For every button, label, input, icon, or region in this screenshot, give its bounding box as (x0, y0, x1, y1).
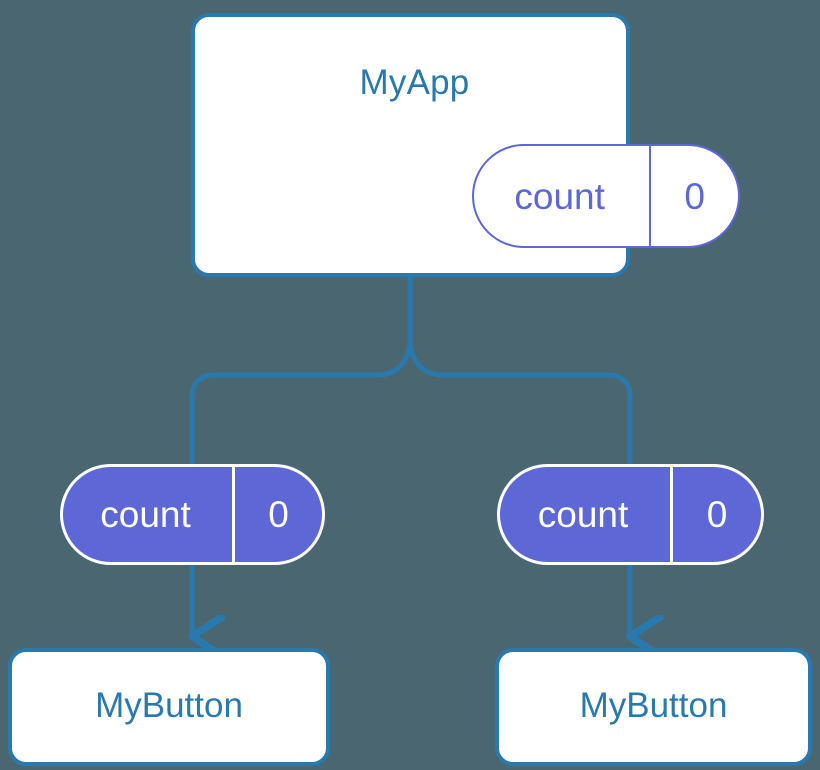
prop-key-label: count (100, 494, 191, 535)
prop-capsule-left[interactable]: count 0 (60, 464, 325, 565)
prop-key-label: count (537, 494, 629, 535)
edge-to-left-prop (189, 341, 413, 471)
state-key-label: count (514, 175, 605, 217)
prop-capsule-right[interactable]: count 0 (497, 464, 764, 565)
state-value-label: 0 (649, 146, 738, 246)
component-title-myapp: MyApp (359, 63, 470, 102)
component-box-mybutton-left[interactable]: MyButton (8, 648, 330, 766)
prop-value-label: 0 (232, 467, 322, 562)
edge-to-right-prop (407, 341, 633, 471)
component-title-mybutton: MyButton (95, 686, 243, 725)
component-box-myapp[interactable]: MyApp count 0 (191, 13, 740, 277)
component-title-mybutton: MyButton (579, 686, 728, 725)
state-capsule-count[interactable]: count 0 (472, 144, 740, 248)
component-box-mybutton-right[interactable]: MyButton (495, 648, 812, 766)
prop-value-label: 0 (670, 467, 761, 562)
